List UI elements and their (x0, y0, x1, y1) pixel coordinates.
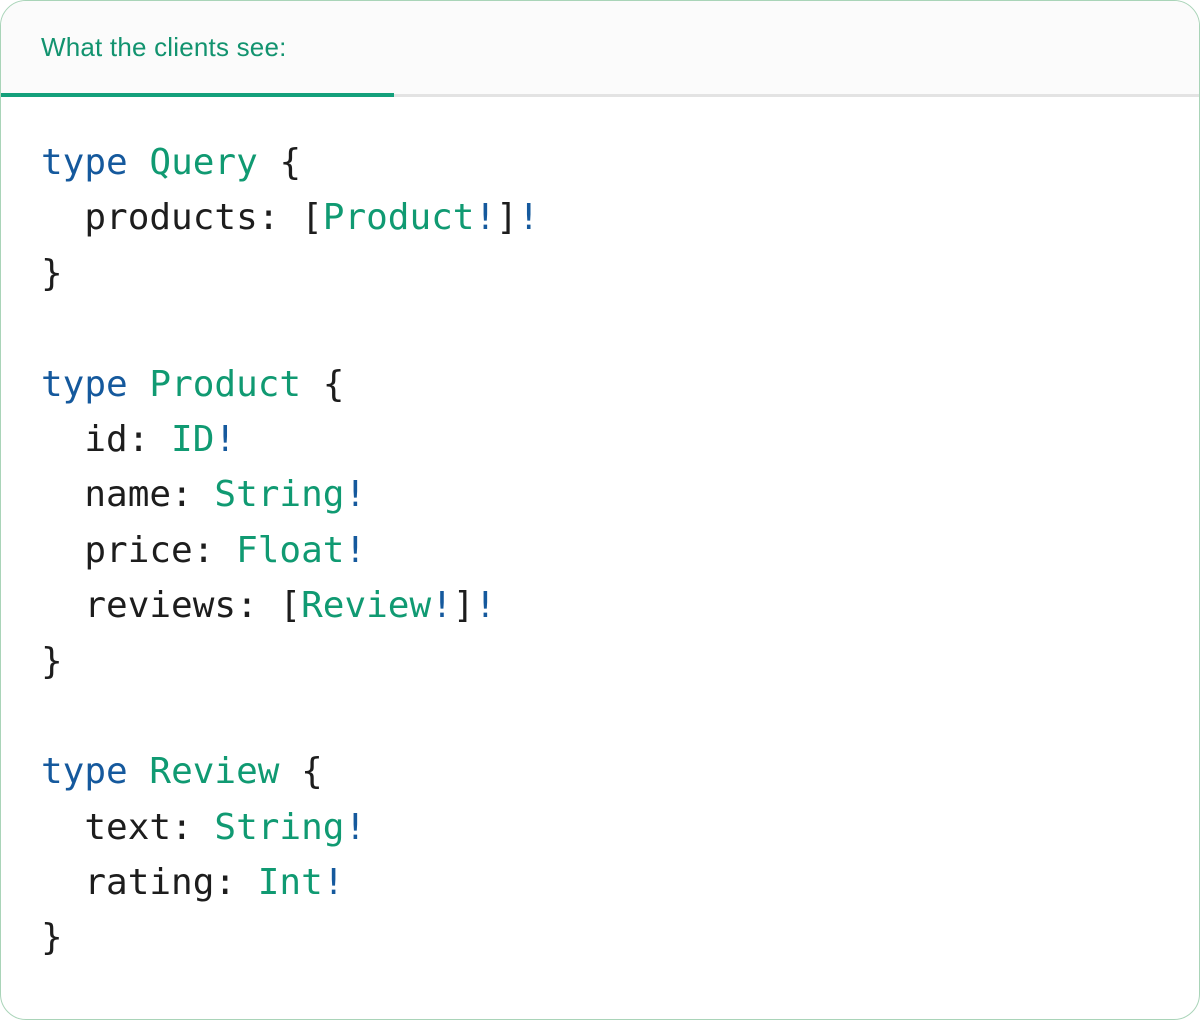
code-token-ty: Review (149, 751, 280, 793)
tab-label: What the clients see: (41, 32, 287, 62)
code-token-ty: ID (171, 418, 215, 460)
code-token-kw: ! (344, 806, 367, 848)
code-token-kw: ! (474, 585, 497, 627)
code-token-pl: ] (496, 197, 518, 239)
code-token-pl: { (301, 363, 345, 405)
code-token-ty: String (214, 474, 345, 516)
code-token-kw: ! (344, 529, 367, 571)
code-token-kw: ! (322, 862, 345, 904)
code-token-ty: Product (322, 197, 475, 239)
active-tab-underline (1, 93, 394, 97)
code-line: type Product { (41, 357, 1179, 412)
code-line: text: String! (41, 800, 1179, 855)
code-token-kw: ! (431, 585, 453, 627)
tab-what-clients-see[interactable]: What the clients see: (1, 1, 287, 94)
code-line: name: String! (41, 467, 1179, 522)
code-token-kw: type (41, 142, 128, 183)
code-token-ty: Float (236, 529, 345, 571)
code-line: reviews: [Review!]! (41, 578, 1179, 633)
code-line (41, 301, 1179, 356)
code-line: type Review { (41, 744, 1179, 799)
code-token-pl (128, 751, 150, 792)
code-line: id: ID! (41, 412, 1179, 467)
code-token-ty: String (214, 806, 345, 848)
code-token-kw: ! (344, 474, 367, 516)
code-line: } (41, 634, 1179, 689)
code-token-pl: ] (452, 585, 475, 627)
code-block: type Query { products: [Product!]!} type… (1, 97, 1199, 966)
tab-bar: What the clients see: (1, 1, 1199, 97)
code-token-pl: { (279, 751, 323, 793)
code-token-pl: } (41, 640, 63, 682)
code-token-pl: rating: (41, 862, 258, 904)
code-token-pl: price: (41, 529, 237, 571)
code-token-kw: ! (517, 197, 540, 239)
code-line: } (41, 246, 1179, 301)
code-line: rating: Int! (41, 855, 1179, 910)
code-token-ty: Review (301, 585, 432, 627)
code-line: } (41, 910, 1179, 965)
code-token-pl (128, 142, 150, 183)
code-line (41, 689, 1179, 744)
code-token-pl: name: (41, 474, 215, 516)
code-token-pl (128, 364, 150, 405)
code-line: products: [Product!]! (41, 190, 1179, 245)
code-token-ty: Int (257, 862, 323, 904)
code-line: price: Float! (41, 523, 1179, 578)
code-token-pl: text: (41, 806, 215, 848)
code-line: type Query { (41, 135, 1179, 190)
code-token-pl: id: (41, 418, 172, 460)
code-token-pl: reviews: [ (41, 585, 302, 627)
code-token-pl: } (41, 252, 63, 294)
code-token-pl: { (257, 142, 302, 183)
code-token-ty: Query (149, 142, 258, 183)
code-token-kw: ! (214, 418, 237, 460)
code-token-kw: ! (474, 197, 497, 239)
code-token-ty: Product (149, 363, 302, 405)
code-token-pl: } (41, 917, 63, 959)
code-token-kw: type (41, 363, 128, 405)
code-token-kw: type (41, 751, 128, 793)
code-token-pl: products: [ (41, 197, 323, 239)
